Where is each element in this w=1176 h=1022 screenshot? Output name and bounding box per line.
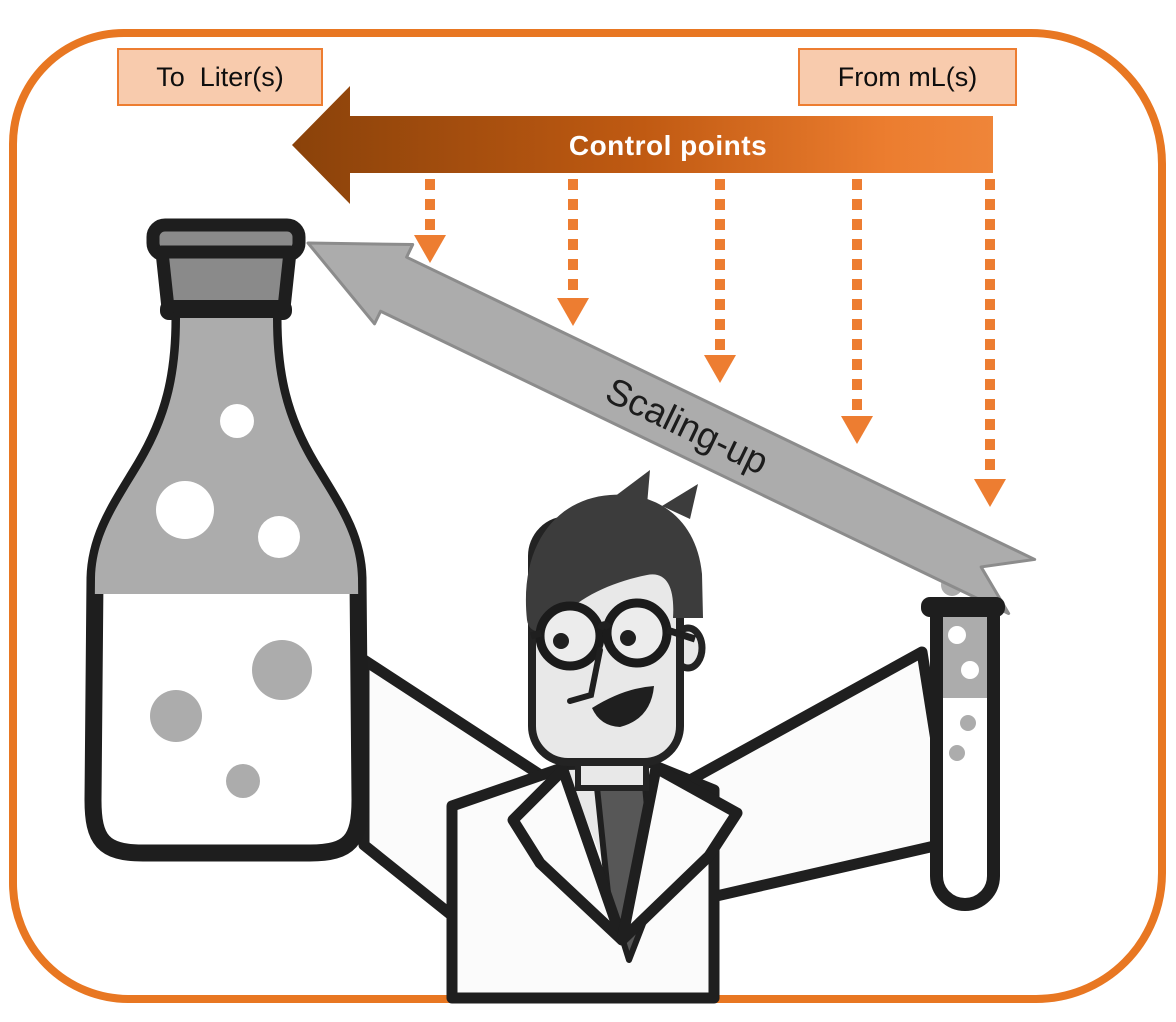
scientist-mouth — [592, 686, 654, 727]
control-point-arrow-3 — [704, 179, 736, 383]
control-point-arrow-1 — [414, 179, 446, 263]
scientist-hair — [525, 494, 703, 632]
control-point-arrow-2 — [557, 179, 589, 326]
label-from-ml-text: From mL(s) — [837, 61, 978, 92]
label-to-liters: To Liter(s) — [117, 48, 323, 106]
scientist-hair-spike — [614, 470, 650, 505]
control-points-arrows — [414, 179, 1006, 507]
test-tube-rim — [921, 597, 1005, 617]
bottle-icon — [84, 218, 369, 862]
label-to-liters-text: To Liter(s) — [156, 61, 284, 92]
control-point-arrow-5 — [974, 179, 1006, 507]
bottle-cap — [155, 245, 297, 315]
scientist-eye — [620, 630, 636, 646]
label-from-ml: From mL(s) — [798, 48, 1017, 106]
scientist-lapel-left — [507, 764, 628, 946]
scientist-nose — [567, 647, 603, 704]
scientist-illustration — [358, 470, 958, 1004]
test-tube-liquid — [943, 616, 987, 761]
scientist-lapel-right — [616, 762, 743, 946]
scientist-glasses — [529, 598, 697, 671]
scientist-hair-spike — [662, 484, 698, 519]
test-tube-icon — [921, 597, 1005, 911]
scaling-arrow-shape — [306, 241, 1037, 615]
control-point-arrow-4 — [841, 179, 873, 444]
scientist-eye — [553, 633, 569, 649]
control-points-label: Control points — [569, 130, 767, 161]
left-arrow-shape — [292, 86, 993, 204]
control-points-arrow-banner: Control points — [292, 86, 993, 204]
